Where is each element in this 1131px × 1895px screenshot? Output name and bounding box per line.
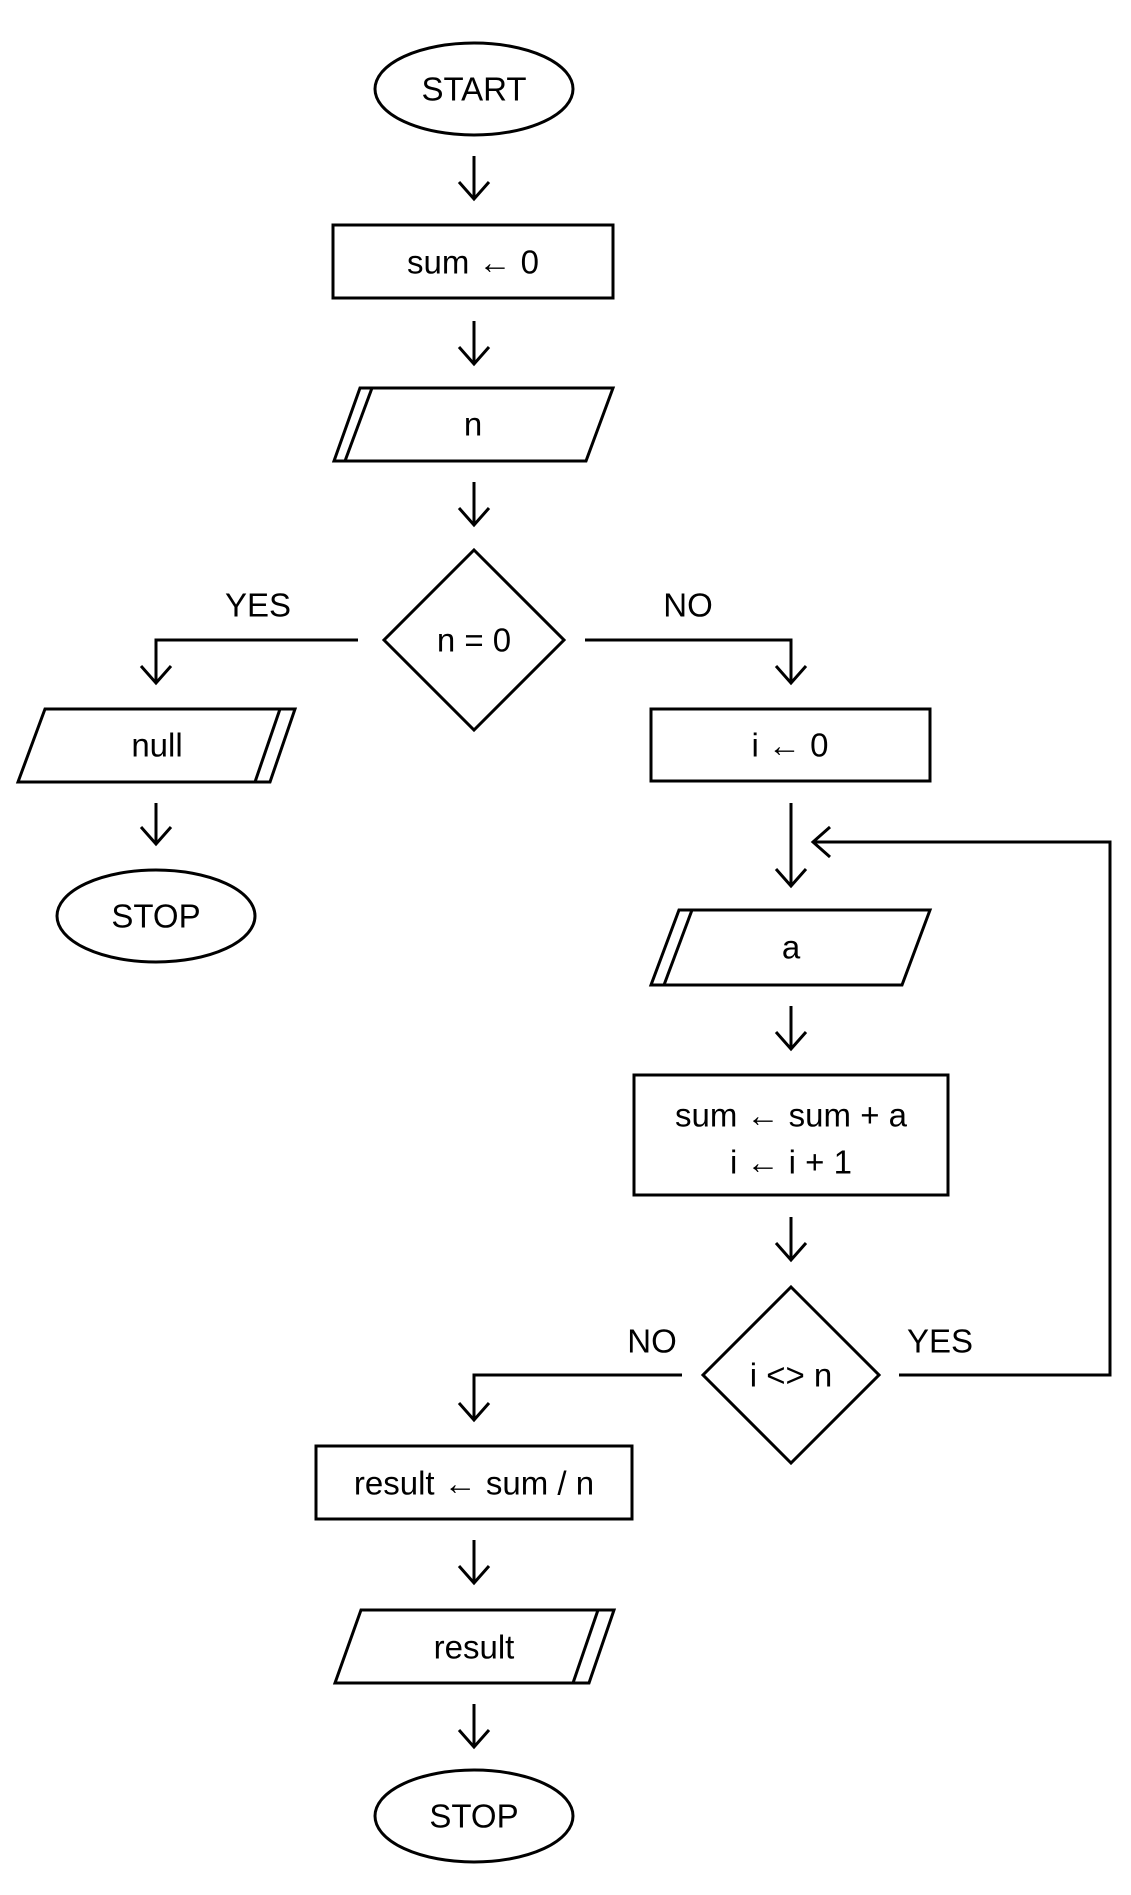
loop-body-line2: i ← i + 1 (730, 1144, 852, 1181)
decision-n-label: n = 0 (437, 622, 511, 659)
input-n-label: n (464, 406, 482, 443)
branch-no-loop: NO (457, 1323, 682, 1423)
branch-no-loop-label: NO (627, 1323, 677, 1360)
decision-i-label: i <> n (750, 1357, 833, 1394)
output-result-label: result (434, 1629, 515, 1666)
init-i-label: i ← 0 (751, 727, 828, 764)
start-label: START (421, 71, 526, 108)
arrow-init-sum-to-input-n (457, 321, 491, 367)
init-i-process: i ← 0 (649, 707, 932, 783)
compute-result-label: result ← sum / n (354, 1465, 594, 1502)
branch-no-right: NO (585, 587, 808, 686)
start-terminal: START (373, 41, 575, 137)
stop-left-terminal: STOP (55, 868, 257, 964)
arrow-null-to-stop (139, 803, 173, 847)
stop-bottom-label: STOP (429, 1798, 518, 1835)
input-a-label: a (782, 929, 801, 966)
branch-yes-loop-back: YES (810, 825, 1112, 1377)
arrow-output-result-to-stop (457, 1704, 491, 1750)
arrow-start-to-init-sum (457, 156, 491, 202)
decision-i-not-equal-n: i <> n (700, 1284, 882, 1466)
branch-yes-left-label: YES (225, 587, 291, 624)
arrow-compute-to-output-result (457, 1540, 491, 1586)
loop-body-line1: sum ← sum + a (675, 1097, 908, 1134)
init-sum-process: sum ← 0 (331, 223, 615, 300)
branch-yes-loop-label: YES (907, 1323, 973, 1360)
init-sum-label: sum ← 0 (407, 244, 539, 281)
output-result-io: result (332, 1608, 617, 1685)
input-a-io: a (648, 908, 933, 987)
arrow-input-a-to-loop-body (774, 1006, 808, 1052)
decision-n-equals-zero: n = 0 (381, 547, 567, 733)
stop-left-label: STOP (111, 898, 200, 935)
arrow-input-n-to-decision (457, 482, 491, 528)
output-null-label: null (131, 727, 182, 764)
output-null-io: null (15, 707, 298, 784)
input-n-io: n (331, 386, 616, 463)
compute-result-process: result ← sum / n (314, 1444, 634, 1521)
branch-yes-left: YES (139, 587, 358, 686)
stop-bottom-terminal: STOP (373, 1768, 575, 1864)
arrow-loop-body-to-decision (774, 1217, 808, 1263)
loop-body-process: sum ← sum + a i ← i + 1 (632, 1073, 950, 1197)
branch-no-right-label: NO (663, 587, 713, 624)
arrow-init-i-to-input-a (774, 803, 808, 889)
